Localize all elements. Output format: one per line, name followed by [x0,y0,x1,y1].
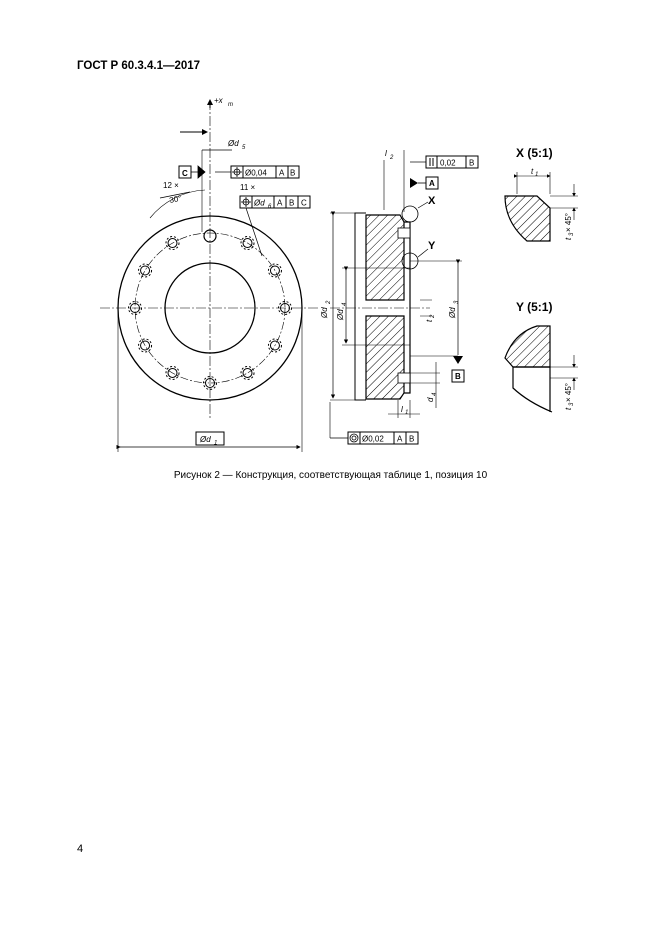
angle-label: 30° [169,194,183,205]
bolt-hole [269,265,280,276]
dim-d6: Ød [253,199,265,208]
dim-d2-sub: 2 [326,300,332,305]
dim-d5: Ød [227,139,239,148]
dim-d2: Ød [320,307,329,319]
fcf-conc-d1: A [397,435,403,444]
fcf-flat-datum: B [469,159,474,168]
bolt-hole [269,340,280,351]
detail-y-title: Y (5:1) [516,300,552,314]
fcf-conc-value: Ø0,02 [362,435,384,444]
dim-d1: Ød [199,435,211,444]
bolt-hole-thread [240,236,255,251]
dim-l1-sub: 1 [405,410,408,416]
fcf-top-value: Ø0,04 [245,169,267,178]
bolt-hole-thread [267,263,282,278]
detail-y-chamfer: t [564,407,573,410]
bolt-hole [130,303,140,313]
dim-l2: l [385,149,387,158]
detail-y-chamfer-suffix: × 45° [564,383,573,402]
bolt-hole [205,378,215,388]
dim-d4-small-sub: 4 [432,392,438,396]
axis-label: +x [214,96,224,105]
top-hole [203,229,217,243]
fcf-hole-d2: B [289,199,294,208]
section-hatch-lower [365,315,405,400]
dim-t2-sub: 2 [430,314,436,319]
datum-b: B [455,372,461,381]
detail-x-chamfer: t [564,237,573,240]
page-number: 4 [77,843,84,855]
position-icon [241,197,251,207]
detail-y-chamfer-sub: 3 [569,402,575,406]
section-view [354,212,411,401]
section-hatch-upper [365,214,405,301]
dim-t2: t [425,319,434,322]
detail-y-part [504,325,551,368]
fcf-flat-value: 0,02 [440,159,456,168]
bolt-hole [140,265,151,276]
detail-x-t1-sub: 1 [535,172,538,178]
fcf-hole-d1: A [277,199,283,208]
figure-caption: Рисунок 2 — Конструкция, соответствующая… [173,470,488,481]
dim-d3-sub: 3 [454,300,460,304]
concentricity-icon [349,433,359,443]
dim-d6-sub: 6 [268,204,272,210]
document-header: ГОСТ Р 60.3.4.1—2017 [77,60,201,72]
dim-d1-sub: 1 [214,441,217,447]
bolt-hole [280,303,290,313]
fcf-top-d1: A [279,169,285,178]
bolt-hole-thread [138,338,153,353]
bolt-hole-thread [128,301,142,315]
bolt-hole-thread [138,263,153,278]
parallelism-icon [429,158,434,166]
datum-b-box [451,369,465,383]
bolt-hole-thread [203,376,217,390]
bolt-hole [242,238,253,249]
dim-d5-sub: 5 [242,145,246,151]
bolt-hole-thread [165,365,180,380]
axis-sub: m [228,102,233,108]
detail-x-chamfer-sub: 3 [569,232,575,236]
dim-d3: Ød [448,307,457,319]
fcf-conc-d2: B [409,435,414,444]
bolt-hole-thread [278,301,292,315]
dim-d4-sub: 4 [342,302,348,306]
position-icon [232,167,242,177]
bolt-hole [140,340,151,351]
detail-y-ref: Y [428,240,436,252]
detail-x-circle [401,205,419,223]
dim-l1: l [401,405,403,414]
dim-d4: Ød [336,309,345,321]
dim-d1-box [195,431,225,446]
fcf-hole-d3: C [301,199,307,208]
fcf-conc [347,431,419,445]
bolt-hole-thread [240,365,255,380]
detail-x-title: X (5:1) [516,146,553,160]
datum-a: A [429,179,435,188]
front-view [100,100,320,420]
bolt-hole [167,238,178,249]
holes-11-label: 11 × [240,183,256,192]
bolt-hole-thread [267,338,282,353]
holes-12-label: 12 × [163,181,179,190]
detail-x-ref: X [428,195,436,207]
detail-x-part [504,195,551,242]
fcf-top [230,165,300,179]
datum-a-box [425,176,439,190]
fcf-top-d2: B [290,169,295,178]
bolt-hole [242,367,253,378]
datum-c: C [182,169,188,178]
detail-x-chamfer-suffix: × 45° [564,213,573,232]
bolt-hole-thread [165,236,180,251]
bolt-hole [167,367,178,378]
detail-x-t1: t [531,167,534,176]
bolt-holes [128,236,292,390]
dim-d4-small: d [426,397,435,402]
fcf-hole [239,195,311,209]
dim-l2-sub: 2 [389,155,394,161]
